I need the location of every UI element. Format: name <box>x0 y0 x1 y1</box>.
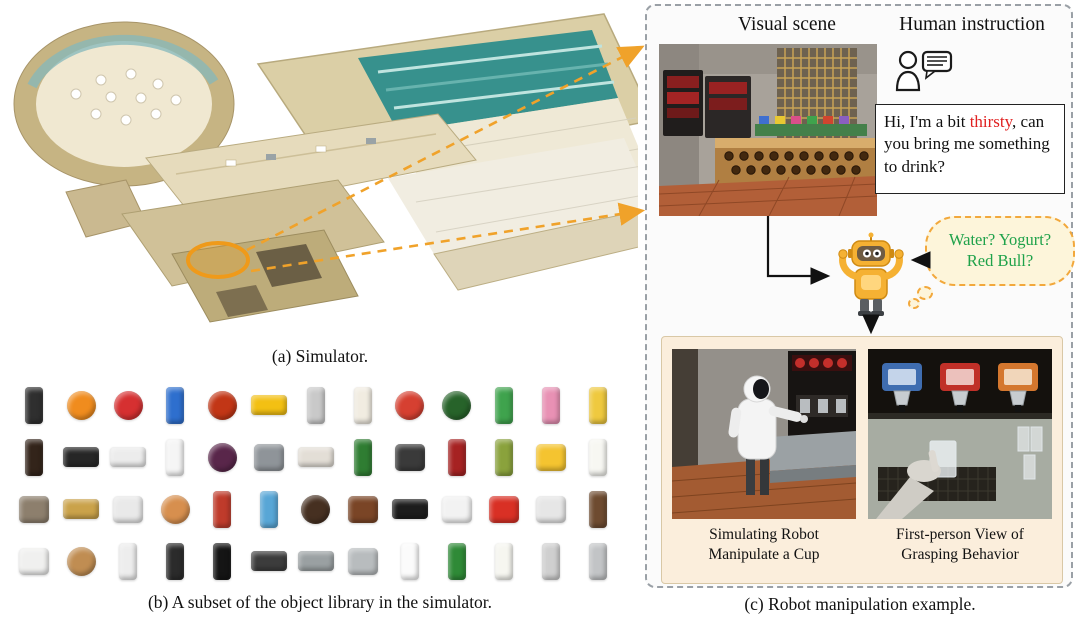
caption-b: (b) A subset of the object library in th… <box>147 592 493 612</box>
mangosteen-icon <box>200 432 245 482</box>
white-bowl-icon <box>106 432 151 482</box>
snack-bag-icon <box>528 432 573 482</box>
rubiks-cube-icon <box>481 484 526 534</box>
thought-trail-bubble <box>917 286 933 300</box>
manipulation-examples-panel: Simulating Robot Manipulate a Cup First-… <box>661 336 1063 584</box>
milk-bottle-icon <box>575 432 620 482</box>
teddy-bear-icon <box>340 380 385 430</box>
right-subcaption-line-1: First-person View of <box>896 526 1024 543</box>
pink-test-tube-icon <box>528 380 573 430</box>
paper-roll-icon <box>294 380 339 430</box>
first-person-view-image <box>868 349 1052 519</box>
green-bottle-icon <box>434 536 479 586</box>
cucumber-icon <box>340 432 385 482</box>
dice-box-icon <box>434 484 479 534</box>
strawberry-icon <box>106 380 151 430</box>
yellow-carton-icon <box>575 380 620 430</box>
thought-line-2: Red Bull? <box>966 251 1034 270</box>
visual-scene-label: Visual scene <box>738 14 836 35</box>
black-slipper-icon <box>59 432 104 482</box>
sauce-bottle-icon <box>12 432 57 482</box>
kitchen-scale-icon <box>12 536 57 586</box>
dark-teapot-icon <box>247 536 292 586</box>
paper-cup-icon <box>528 536 573 586</box>
tomato-icon <box>387 380 432 430</box>
white-pack-icon <box>528 484 573 534</box>
black-bowl-icon <box>387 484 432 534</box>
card-case-icon <box>387 432 432 482</box>
thought-cloud: Water? Yogurt? Red Bull? <box>925 216 1075 286</box>
white-canister-icon <box>106 484 151 534</box>
red-apple-icon <box>200 380 245 430</box>
chips-can-icon <box>200 484 245 534</box>
white-cup-icon <box>153 432 198 482</box>
olive-oil-bottle-icon <box>481 432 526 482</box>
focus-area-highlight <box>186 241 250 279</box>
plush-toy-icon <box>294 432 339 482</box>
visual-scene-image <box>659 44 877 216</box>
object-library-grid <box>12 380 620 586</box>
branded-mug-icon <box>59 484 104 534</box>
watermelon-icon <box>434 380 479 430</box>
instruction-text-pre: Hi, I'm a bit <box>884 112 970 131</box>
thirsty-highlight: thirsty <box>969 112 1013 131</box>
calculator-icon <box>247 432 292 482</box>
mortar-pestle-icon <box>12 484 57 534</box>
red-book-icon <box>434 432 479 482</box>
simulator-image <box>6 2 669 342</box>
left-subcaption: Simulating Robot Manipulate a Cup <box>672 525 856 565</box>
instruction-box: Hi, I'm a bit thirsty, can you bring me … <box>875 104 1065 194</box>
robot-example-panel: Visual scene Human instruction <box>645 4 1075 588</box>
trash-bin-icon <box>153 536 198 586</box>
robot-manipulation-image <box>672 349 856 519</box>
right-subcaption: First-person View of Grasping Behavior <box>868 525 1052 565</box>
gray-tray-icon <box>294 536 339 586</box>
caption-a: (a) Simulator. <box>271 346 369 366</box>
right-subcaption-line-2: Grasping Behavior <box>901 545 1019 563</box>
yellow-bowl-icon <box>247 380 292 430</box>
green-juice-box-icon <box>481 380 526 430</box>
blue-milk-carton-icon <box>247 484 292 534</box>
kettle-icon <box>12 380 57 430</box>
leather-case-icon <box>340 484 385 534</box>
left-subcaption-line-2: Manipulate a Cup <box>708 545 820 563</box>
blue-pouch-icon <box>153 380 198 430</box>
yogurt-drink-icon <box>481 536 526 586</box>
spray-bottle-icon <box>387 536 432 586</box>
human-instruction-label: Human instruction <box>899 14 1045 35</box>
human-speech-icon <box>893 46 955 94</box>
robot-agent-icon <box>833 232 909 320</box>
left-subcaption-line-1: Simulating Robot <box>709 526 819 543</box>
person-head <box>898 50 918 70</box>
instruction-text-post: , can you bring me something to drink? <box>884 112 1050 176</box>
gray-basket-icon <box>340 536 385 586</box>
simulator-render <box>13 13 669 323</box>
orange-icon <box>59 380 104 430</box>
bead-bracelet-icon <box>294 484 339 534</box>
black-bottle-icon <box>200 536 245 586</box>
white-bin-icon <box>106 536 151 586</box>
thought-trail-bubble <box>908 298 920 309</box>
bread-loaf-icon <box>59 536 104 586</box>
donut-icon <box>153 484 198 534</box>
gray-cup-icon <box>575 536 620 586</box>
caption-c: (c) Robot manipulation example. <box>744 594 976 614</box>
coffee-tumbler-icon <box>575 484 620 534</box>
thought-line-1: Water? Yogurt? <box>948 230 1052 250</box>
